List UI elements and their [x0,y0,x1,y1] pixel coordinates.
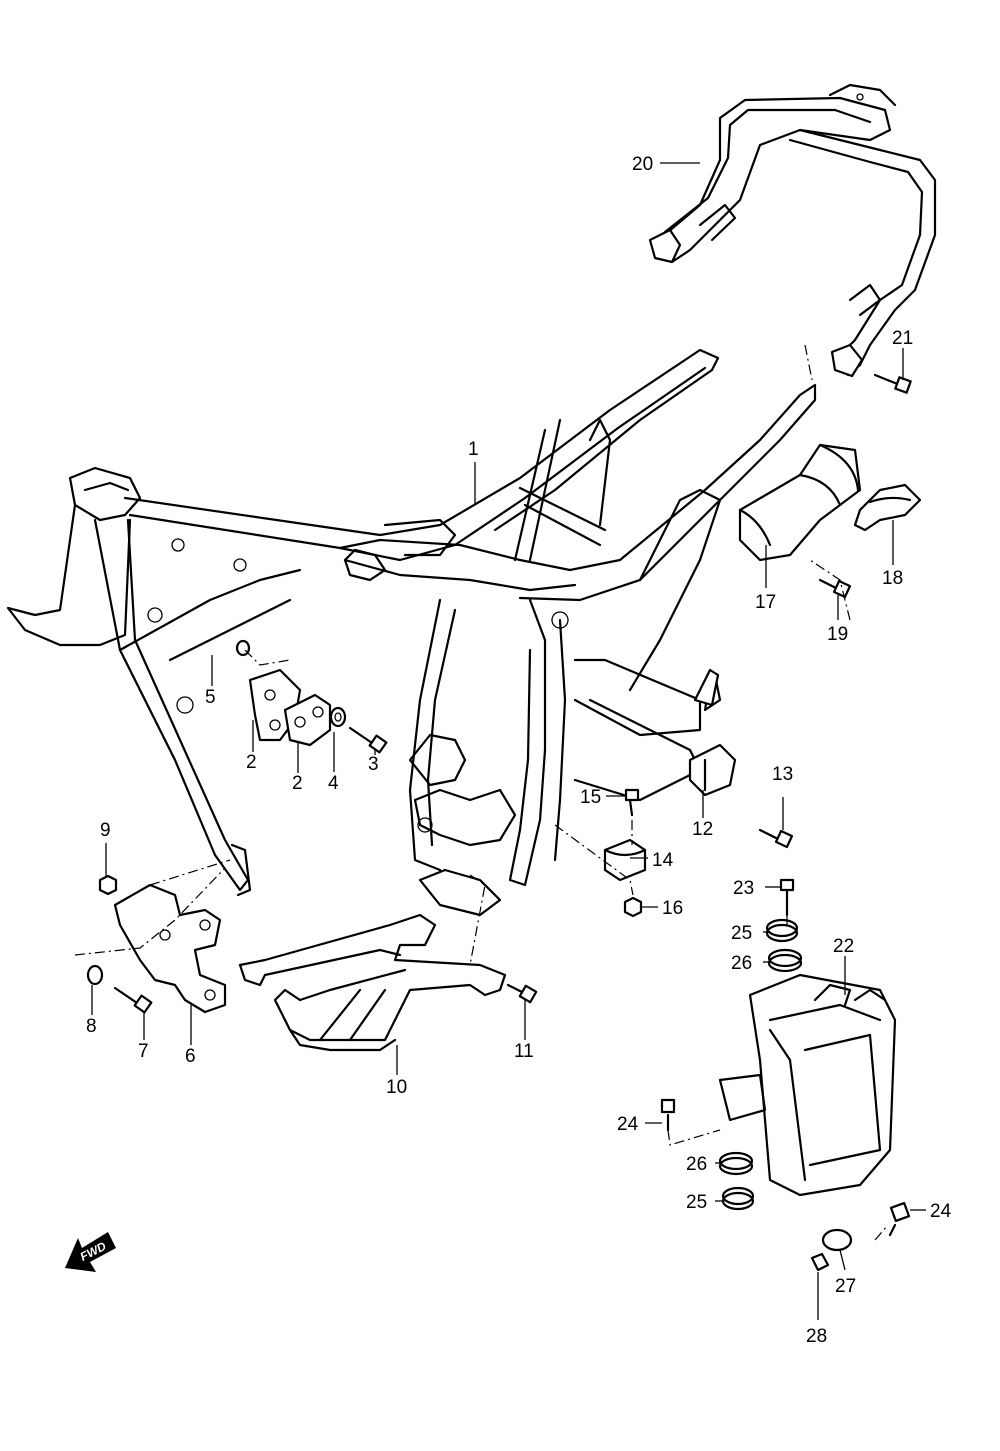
callout-16: 16 [662,898,683,919]
callout-21: 21 [892,328,913,349]
callout-10: 10 [386,1077,407,1098]
callout-17: 17 [755,592,776,613]
callout-15: 15 [580,787,601,808]
callout-11: 11 [514,1041,534,1062]
callout-13: 13 [772,764,793,785]
bolt-parts [113,373,912,1237]
nut-parts [98,874,643,918]
grab-rail-part [648,83,937,378]
callout-6: 6 [185,1046,196,1067]
alignment-lines [74,344,889,1241]
callout-5: 5 [205,687,216,708]
callout-19: 19 [827,624,848,645]
callout-2: 2 [292,773,303,794]
callout-25: 25 [731,923,752,944]
callout-1: 1 [468,439,479,460]
callout-24: 24 [930,1201,952,1222]
callout-28: 28 [806,1326,827,1347]
lower-cradle-part [238,913,507,1052]
callout-20: 20 [632,154,653,175]
callout-26: 26 [731,953,752,974]
callout-2: 2 [246,752,257,773]
callout-23: 23 [733,878,754,899]
reservoir-part [738,443,862,562]
engine-bracket-part [248,668,332,747]
callout-25: 25 [686,1192,707,1213]
callout-4: 4 [328,773,339,794]
callout-3: 3 [368,754,379,775]
callout-26: 26 [686,1154,707,1175]
callout-7: 7 [138,1041,149,1062]
main-frame-part [6,348,817,917]
callout-22: 22 [833,936,854,957]
callout-18: 18 [882,568,903,589]
fwd-arrow: FWD [65,1232,116,1272]
rubber-mount-part [603,743,737,882]
band-part [853,483,922,532]
callout-27: 27 [835,1276,856,1297]
washer-part [86,639,347,986]
callout-labels: 1 2 2 3 4 5 6 7 8 9 10 11 12 13 14 15 16… [86,154,952,1347]
leader-lines [91,162,926,1320]
callout-12: 12 [692,819,713,840]
front-bracket-part [113,883,227,1014]
callout-14: 14 [652,850,674,871]
callout-9: 9 [100,820,111,841]
battery-case-part [718,973,897,1197]
callout-24: 24 [617,1114,639,1135]
callout-8: 8 [86,1016,97,1037]
